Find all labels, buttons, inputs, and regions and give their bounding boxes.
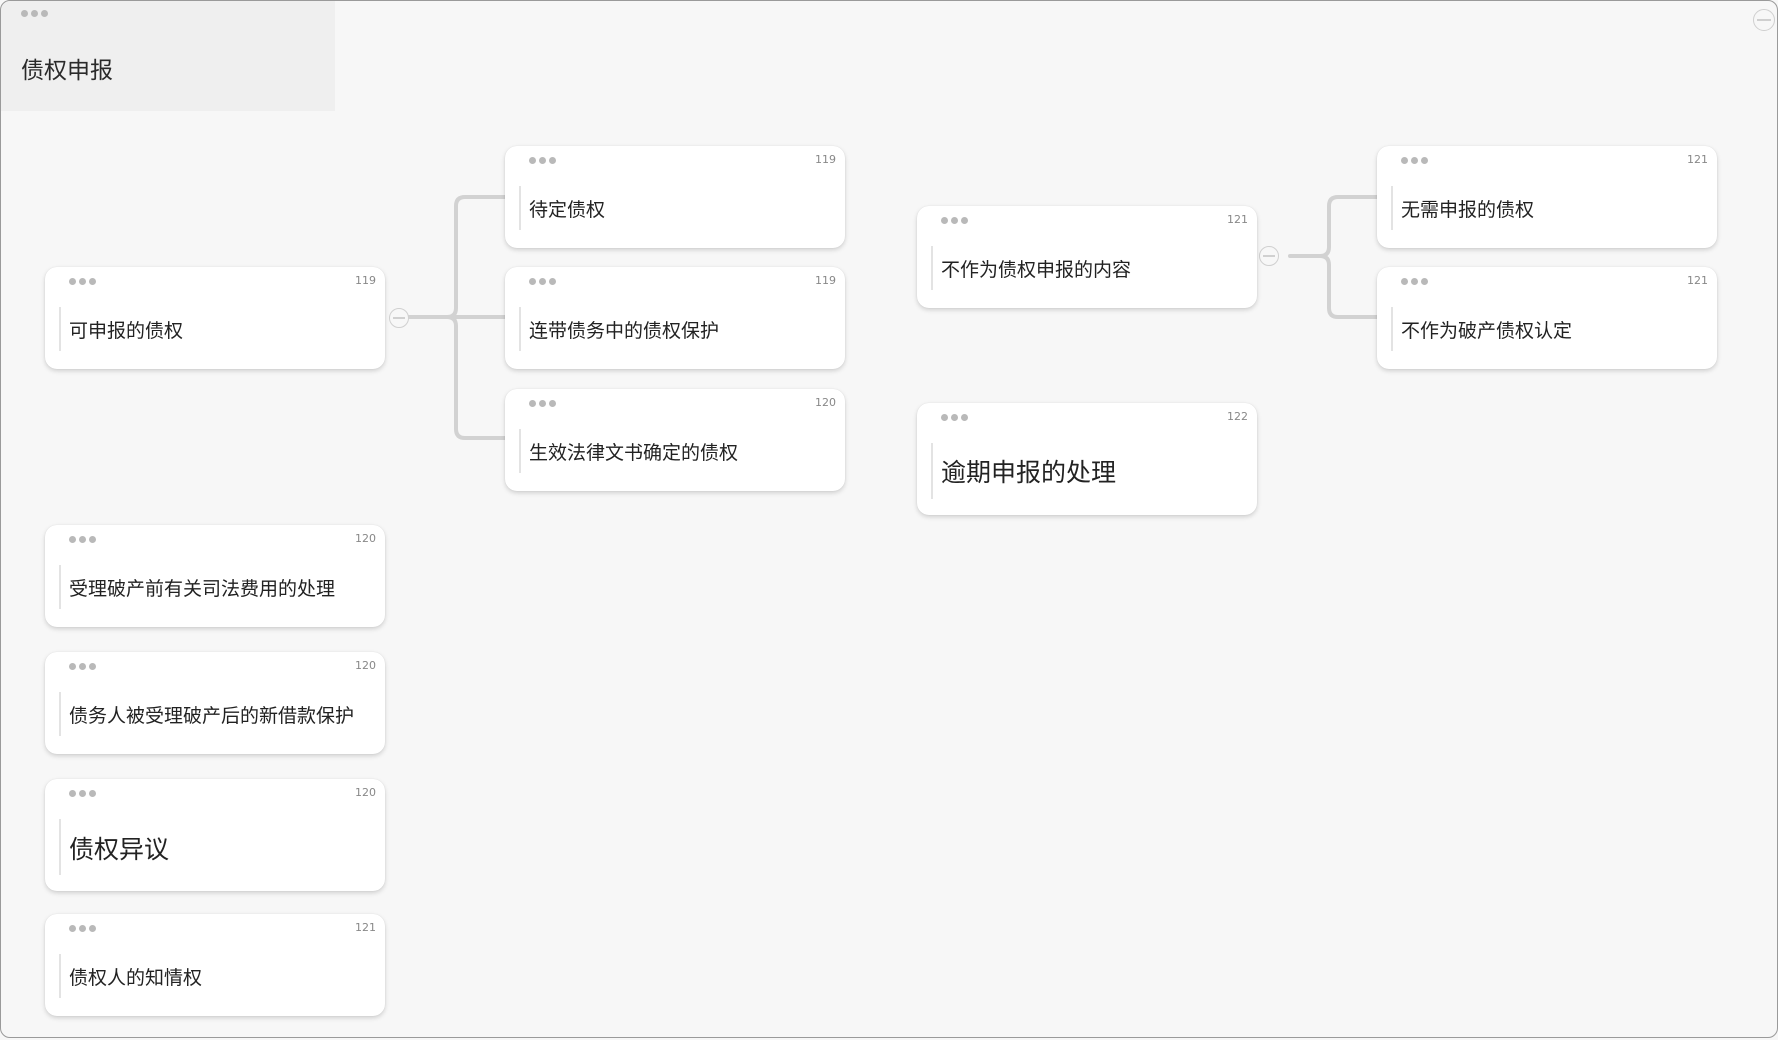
card-label: 可申报的债权 [69,320,184,342]
topic-card[interactable]: 120 债权异议 [45,779,385,891]
card-menu-icon[interactable] [1401,157,1428,164]
card-accent-bar [519,186,521,230]
collapse-toggle-icon[interactable] [1259,246,1279,266]
card-menu-icon[interactable] [69,925,96,932]
card-page-number: 120 [355,786,376,799]
root-topic-title: 债权申报 [21,58,113,84]
collapse-icon[interactable] [1753,9,1775,31]
topic-card[interactable]: 120 生效法律文书确定的债权 [505,389,845,491]
card-label: 无需申报的债权 [1401,199,1535,221]
card-menu-icon[interactable] [941,217,968,224]
card-menu-icon[interactable] [941,414,968,421]
card-page-number: 120 [355,532,376,545]
card-accent-bar [931,246,933,290]
card-label: 债权人的知情权 [69,967,203,989]
card-menu-icon[interactable] [69,790,96,797]
topic-card[interactable]: 119 可申报的债权 [45,267,385,369]
card-menu-icon[interactable] [69,663,96,670]
topic-card[interactable]: 122 逾期申报的处理 [917,403,1257,515]
card-accent-bar [59,307,61,351]
card-label: 连带债务中的债权保护 [529,320,720,342]
topic-card[interactable]: 121 债权人的知情权 [45,914,385,1016]
card-accent-bar [931,443,933,499]
card-accent-bar [519,307,521,351]
topic-card[interactable]: 120 债务人被受理破产后的新借款保护 [45,652,385,754]
card-accent-bar [1391,307,1393,351]
card-label: 债务人被受理破产后的新借款保护 [69,705,355,727]
card-accent-bar [1391,186,1393,230]
card-label: 生效法律文书确定的债权 [529,442,739,464]
card-page-number: 120 [355,659,376,672]
card-page-number: 119 [815,274,836,287]
card-label: 债权异议 [69,835,170,864]
card-menu-icon[interactable] [529,400,556,407]
card-page-number: 122 [1227,410,1248,423]
card-accent-bar [59,692,61,736]
card-label: 受理破产前有关司法费用的处理 [69,578,336,600]
card-accent-bar [59,819,61,875]
card-label: 待定债权 [529,199,606,221]
card-label: 逾期申报的处理 [941,458,1117,487]
card-page-number: 121 [355,921,376,934]
card-menu-icon[interactable] [1401,278,1428,285]
card-page-number: 121 [1227,213,1248,226]
card-page-number: 120 [815,396,836,409]
topic-card[interactable]: 119 待定债权 [505,146,845,248]
card-accent-bar [59,565,61,609]
card-menu-icon[interactable] [529,278,556,285]
card-accent-bar [519,429,521,473]
card-page-number: 119 [355,274,376,287]
card-label: 不作为债权申报的内容 [941,259,1132,281]
topic-card[interactable]: 120 受理破产前有关司法费用的处理 [45,525,385,627]
topic-card[interactable]: 121 无需申报的债权 [1377,146,1717,248]
collapse-toggle-icon[interactable] [389,308,409,328]
card-page-number: 121 [1687,153,1708,166]
card-page-number: 121 [1687,274,1708,287]
card-label: 不作为破产债权认定 [1401,320,1573,342]
root-menu-icon[interactable] [21,10,48,17]
topic-card[interactable]: 119 连带债务中的债权保护 [505,267,845,369]
card-page-number: 119 [815,153,836,166]
topic-card[interactable]: 121 不作为破产债权认定 [1377,267,1717,369]
root-topic[interactable]: 债权申报 [1,1,335,111]
card-accent-bar [59,954,61,998]
card-menu-icon[interactable] [69,536,96,543]
card-menu-icon[interactable] [529,157,556,164]
topic-card[interactable]: 121 不作为债权申报的内容 [917,206,1257,308]
card-menu-icon[interactable] [69,278,96,285]
